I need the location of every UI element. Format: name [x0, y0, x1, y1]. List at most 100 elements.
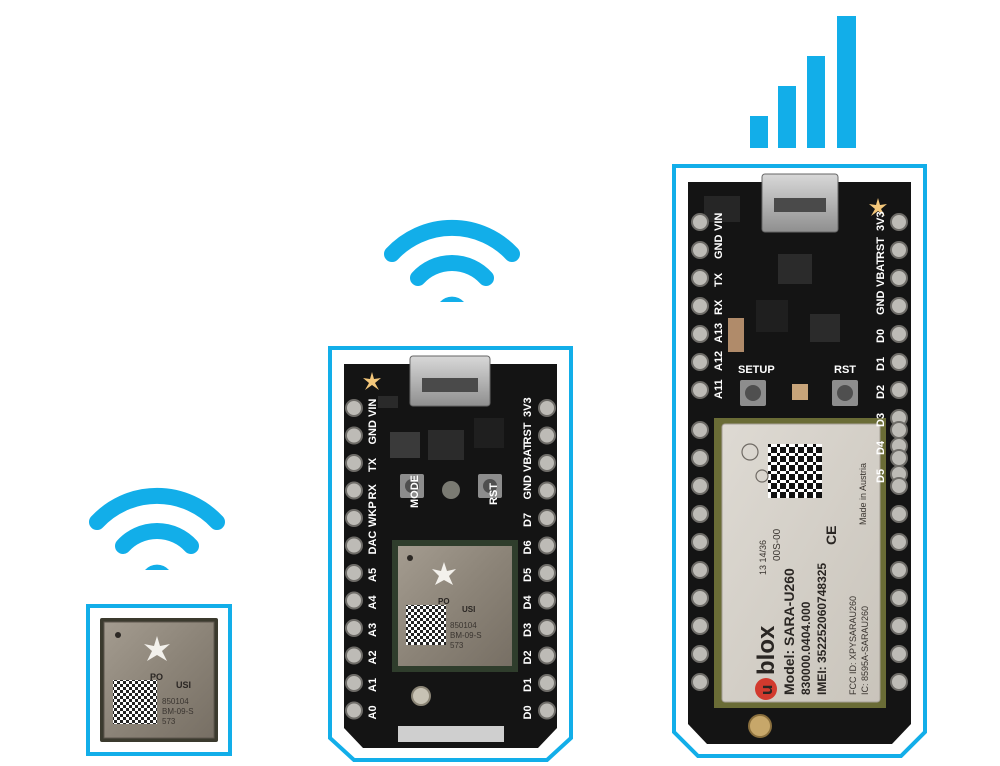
- photon-datamatrix: [406, 605, 446, 645]
- header-pin: [691, 477, 709, 495]
- header-pin: [345, 591, 363, 610]
- cellular-signal-icon: [750, 16, 856, 148]
- header-pin: [890, 421, 908, 439]
- pin-label: A1: [367, 678, 379, 692]
- pin-label: VIN: [367, 399, 379, 417]
- header-pin: [890, 589, 908, 607]
- pin-label: D6: [522, 540, 534, 554]
- module-rev: 00S-00: [772, 528, 783, 561]
- p0-line2: BM-09-S: [162, 707, 194, 716]
- header-pin: [691, 449, 709, 467]
- electron-datamatrix: [768, 444, 822, 498]
- pin-label: VBAT: [522, 443, 534, 472]
- pin-label: D1: [875, 357, 887, 371]
- pin-label: A3: [367, 623, 379, 637]
- header-pin: [890, 353, 908, 371]
- header-pin: [890, 213, 908, 231]
- header-pin: [345, 619, 363, 637]
- svg-text:573: 573: [450, 641, 464, 650]
- setup-label: SETUP: [738, 364, 775, 376]
- module-fcc: FCC ID: XPYSARAU260: [848, 596, 858, 695]
- module-date: 13 14/36: [758, 540, 768, 575]
- pin-label: A2: [367, 650, 379, 664]
- header-pin: [890, 381, 908, 399]
- status-led: [792, 384, 808, 400]
- module-model: Model: SARA-U260: [781, 568, 797, 695]
- header-pin: [691, 561, 709, 579]
- module-made: Made in Austria: [858, 463, 868, 525]
- svg-text:USI: USI: [462, 605, 475, 614]
- pin-label: 3V3: [522, 397, 534, 417]
- pin-label: A12: [713, 351, 725, 371]
- pin-label: GND: [367, 420, 379, 445]
- module-imei: IMEI: 352252060748325: [815, 563, 829, 695]
- header-pin: [538, 646, 556, 665]
- header-pin: [691, 645, 709, 663]
- header-pin: [345, 564, 363, 582]
- header-pin: [345, 481, 363, 500]
- pin-label: GND: [522, 475, 534, 500]
- pin-label: A4: [367, 595, 379, 610]
- pin-label: D2: [875, 385, 887, 399]
- mode-label: MODE: [409, 475, 421, 508]
- pin-label: GND: [713, 235, 725, 260]
- svg-text:u: u: [757, 685, 776, 695]
- header-pin: [345, 454, 363, 472]
- pin-label: 3V3: [875, 211, 887, 231]
- p0-line1: 850104: [162, 697, 189, 706]
- header-pin: [890, 561, 908, 579]
- particle-star-icon: [869, 198, 887, 216]
- header-pin: [691, 421, 709, 439]
- header-pin: [691, 617, 709, 635]
- pin-label: RX: [367, 484, 379, 500]
- particle-star-icon: [363, 372, 381, 390]
- header-pin: [345, 426, 363, 445]
- header-pin: [691, 589, 709, 607]
- p0-datamatrix: [113, 680, 157, 724]
- particle-star-icon: [432, 562, 456, 585]
- header-pin: [890, 505, 908, 523]
- module-ce: CE: [823, 526, 839, 545]
- particle-star-icon: [144, 636, 170, 661]
- svg-text:850104: 850104: [450, 621, 477, 630]
- header-pin: [345, 674, 363, 692]
- header-pin: [691, 325, 709, 343]
- header-pin: [691, 297, 709, 315]
- photon-board: MODE RST PO USI 850104 BM-09-S 573 VIN GN…: [328, 346, 573, 762]
- header-pin: [538, 426, 556, 445]
- pin-label: D3: [875, 413, 887, 427]
- header-pin: [345, 509, 363, 527]
- pin-label: D3: [522, 623, 534, 637]
- pin-label: DAC: [367, 531, 379, 555]
- header-pin: [538, 509, 556, 527]
- pin-label: D1: [522, 678, 534, 692]
- sara-module: [721, 423, 881, 703]
- header-pin: [890, 617, 908, 635]
- header-pin: [538, 564, 556, 582]
- p0-module: PO USI 850104 BM-09-S 573: [86, 604, 232, 756]
- header-pin: [538, 481, 556, 500]
- header-pin: [890, 449, 908, 467]
- pin-label: WKP: [367, 501, 379, 527]
- pin-label: RST: [522, 422, 534, 444]
- header-pin: [890, 533, 908, 551]
- header-pin: [691, 505, 709, 523]
- svg-text:blox: blox: [753, 625, 780, 675]
- electron-frame: [672, 164, 927, 758]
- svg-text:PO: PO: [438, 597, 450, 606]
- pin-label: A0: [367, 705, 379, 719]
- pin-label: D5: [875, 469, 887, 483]
- wifi-icon: [89, 487, 225, 570]
- pin-label: D5: [522, 568, 534, 582]
- antenna-connector: [411, 686, 431, 706]
- pin-label: TX: [713, 272, 725, 287]
- header-pin: [890, 241, 908, 259]
- pin-label: GND: [875, 291, 887, 316]
- pin-label: A5: [367, 568, 379, 582]
- electron-board: SETUP RST u blox Model: SARA-U260 830000…: [672, 164, 927, 758]
- svg-text:BM-09-S: BM-09-S: [450, 631, 482, 640]
- header-pin: [538, 591, 556, 610]
- header-pin: [345, 701, 363, 720]
- header-pin: [890, 477, 908, 495]
